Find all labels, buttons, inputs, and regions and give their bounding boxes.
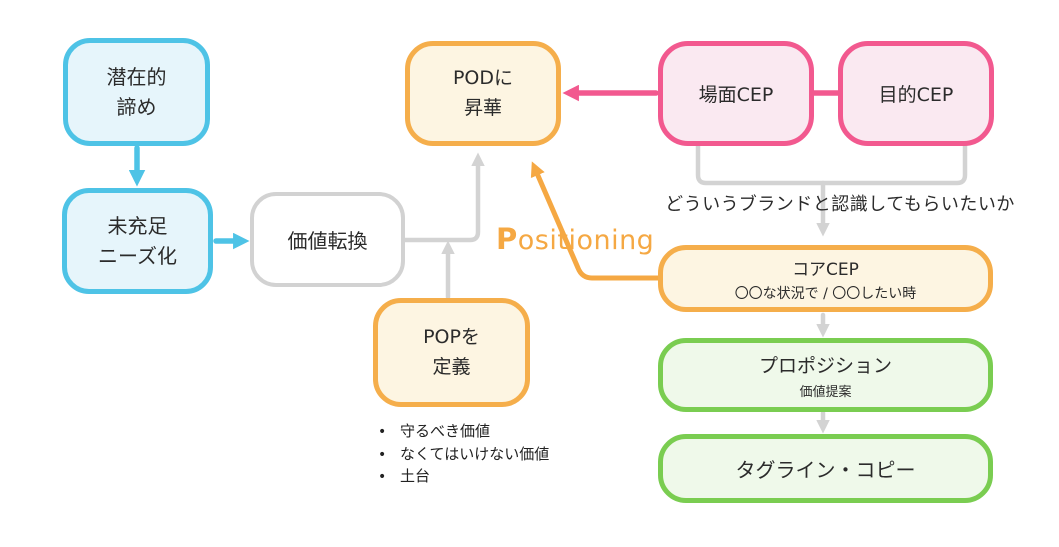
node-label: 昇華 (463, 96, 502, 119)
bracket-ceps (695, 145, 968, 186)
node-title: プロポジション (758, 354, 892, 377)
list-item-text: 守るべき価値 (400, 422, 491, 440)
bullet-icon: • (378, 469, 387, 485)
list-item-text: なくてはいけない価値 (400, 444, 550, 463)
node-label: ニーズ化 (98, 244, 177, 268)
pop-notes-list: • 守るべき価値 • なくてはいけない価値 • 土台 (372, 420, 549, 488)
node-label: 価値転換 (287, 229, 368, 253)
node-label: 未充足 (107, 214, 168, 238)
node-title: コアCEP (792, 259, 859, 280)
arrow-positioning-corecep-to-pod (530, 161, 662, 281)
node-value-conversion: 価値転換 (250, 192, 405, 287)
node-label: 定義 (432, 355, 471, 378)
list-item: • なくてはいけない価値 (372, 443, 549, 466)
node-latent-giveup: 潜在的 諦め (63, 38, 210, 146)
node-label: PODに (452, 67, 514, 90)
node-purpose-cep: 目的CEP (838, 41, 994, 146)
list-item: • 守るべき価値 (372, 420, 549, 443)
node-label: 場面CEP (698, 84, 774, 106)
bullet-icon: • (378, 424, 387, 440)
list-item: • 土台 (372, 465, 549, 488)
brand-question-label: どういうブランドと認識してもらいたいか (665, 194, 1015, 215)
node-pod-sublimation: PODに 昇華 (405, 41, 561, 146)
node-label: 目的CEP (878, 84, 954, 106)
node-pop-define: POPを 定義 (373, 298, 530, 407)
list-item-text: 土台 (400, 467, 431, 485)
node-tagline-copy: タグライン・コピー (658, 434, 993, 503)
arrow-valueconv-to-pod (401, 152, 485, 243)
node-scene-cep: 場面CEP (658, 41, 814, 146)
node-subtitle: 〇〇な状況で / 〇〇したい時 (734, 285, 917, 302)
node-label: POPを (423, 326, 480, 349)
node-label: 諦め (116, 95, 157, 119)
node-label: 潜在的 (106, 65, 167, 89)
positioning-initial: P (496, 222, 518, 256)
node-unmet-needs: 未充足 ニーズ化 (62, 188, 213, 294)
node-subtitle: 価値提案 (799, 384, 852, 400)
node-proposition: プロポジション 価値提案 (658, 338, 993, 412)
bullet-icon: • (378, 446, 387, 463)
node-label: タグライン・コピー (735, 458, 916, 482)
positioning-label: Positioning (496, 222, 654, 256)
node-core-cep: コアCEP 〇〇な状況で / 〇〇したい時 (658, 245, 993, 312)
positioning-rest: ositioning (517, 225, 655, 256)
